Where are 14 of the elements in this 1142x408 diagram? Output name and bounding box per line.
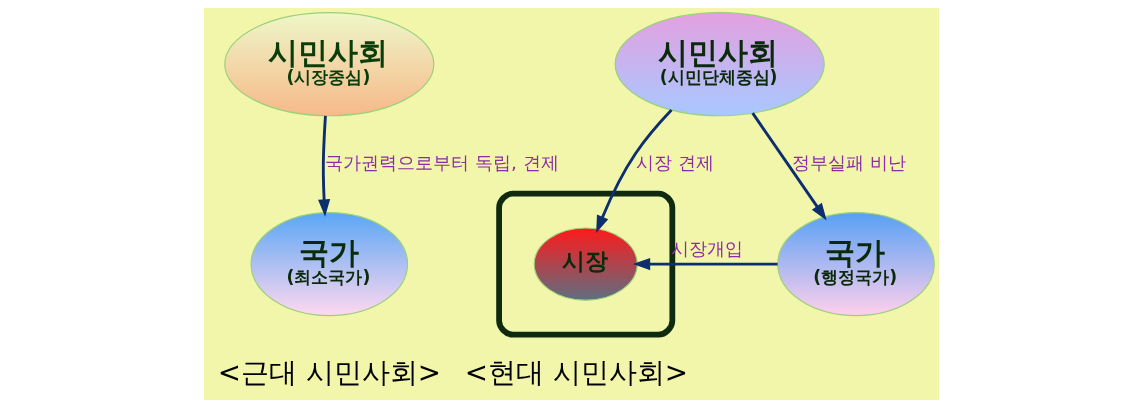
arrow (595, 109, 673, 233)
edge-label: 국가권력으로부터 독립, 견제 (324, 151, 559, 173)
node-ellipse: 국가 (최소국가) (249, 212, 408, 317)
arrow (632, 258, 778, 271)
node-ellipse: 시민사회 (시장중심) (223, 12, 434, 117)
node-ellipse: 국가 (행정국가) (776, 212, 935, 317)
edge-label: 시장 견제 (635, 151, 714, 173)
arrow (317, 115, 330, 217)
node-ellipse: 시민사회 (시민단체중심) (614, 12, 825, 117)
node-ellipse: 시장 (533, 227, 638, 301)
label: <현대 시민사회> (464, 355, 688, 389)
edge-label: 정부실패 비난 (791, 151, 906, 173)
arrow (751, 112, 827, 221)
label: <근대 시민사회> (217, 355, 441, 389)
